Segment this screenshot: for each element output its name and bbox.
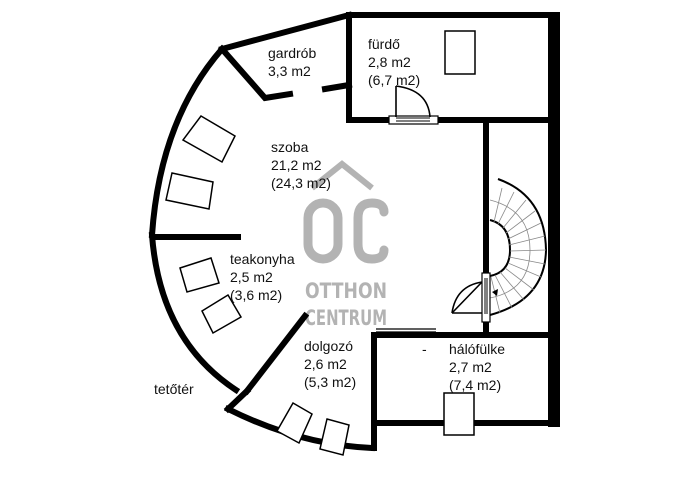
bathroom-door bbox=[388, 85, 439, 125]
svg-text:dolgozó: dolgozó bbox=[304, 338, 353, 354]
svg-text:(24,3 m2): (24,3 m2) bbox=[271, 175, 331, 191]
svg-text:fürdő: fürdő bbox=[368, 36, 400, 52]
svg-text:2,7 m2: 2,7 m2 bbox=[449, 359, 492, 375]
stair-direction-arrow-icon bbox=[492, 289, 498, 296]
window-marks bbox=[376, 328, 436, 336]
room-label-gardrob: gardrób 3,3 m2 bbox=[268, 45, 316, 79]
logo-letter-o bbox=[303, 198, 343, 264]
skylight-dolgozo-2 bbox=[319, 418, 350, 456]
skylight-furdo bbox=[444, 30, 476, 75]
floor-label: tetőtér bbox=[154, 381, 194, 397]
svg-text:3,3 m2: 3,3 m2 bbox=[268, 63, 311, 79]
svg-text:21,2 m2: 21,2 m2 bbox=[271, 157, 322, 173]
room-label-teakonyha: teakonyha 2,5 m2 (3,6 m2) bbox=[230, 251, 295, 303]
spiral-staircase bbox=[489, 178, 548, 316]
room-label-szoba: szoba 21,2 m2 (24,3 m2) bbox=[271, 139, 331, 191]
skylight-teakonyha-2 bbox=[201, 293, 243, 335]
stair-door bbox=[451, 272, 491, 323]
svg-text:(5,3 m2): (5,3 m2) bbox=[304, 374, 356, 390]
right-exterior-wall bbox=[548, 12, 560, 427]
logo-line2: CENTRUM bbox=[305, 306, 387, 330]
logo-letter-c bbox=[353, 198, 389, 264]
svg-text:teakonyha: teakonyha bbox=[230, 251, 295, 267]
skylight-szoba-1 bbox=[181, 115, 236, 164]
svg-text:2,6 m2: 2,6 m2 bbox=[304, 356, 347, 372]
watermark-logo: OTTHON CENTRUM bbox=[303, 160, 389, 330]
svg-text:(7,4 m2): (7,4 m2) bbox=[449, 377, 501, 393]
room-label-halofulke: hálófülke 2,7 m2 (7,4 m2) bbox=[449, 341, 505, 393]
svg-text:2,8 m2: 2,8 m2 bbox=[368, 54, 411, 70]
svg-text:szoba: szoba bbox=[271, 139, 309, 155]
walls bbox=[148, 11, 560, 452]
skylights bbox=[165, 30, 476, 456]
logo-line1: OTTHON bbox=[305, 279, 387, 303]
room-label-furdo: fürdő 2,8 m2 (6,7 m2) bbox=[368, 36, 420, 88]
room-label-dolgozo: dolgozó 2,6 m2 (5,3 m2) bbox=[304, 338, 356, 390]
svg-text:hálófülke: hálófülke bbox=[449, 341, 505, 357]
svg-text:2,5 m2: 2,5 m2 bbox=[230, 269, 273, 285]
svg-text:(3,6 m2): (3,6 m2) bbox=[230, 287, 282, 303]
skylight-szoba-2 bbox=[165, 172, 214, 210]
skylight-teakonyha-1 bbox=[179, 257, 220, 293]
skylight-halofulke bbox=[443, 392, 475, 436]
dash-mark: - bbox=[422, 341, 427, 357]
skylight-dolgozo-1 bbox=[275, 401, 313, 445]
svg-text:gardrób: gardrób bbox=[268, 45, 316, 61]
svg-text:(6,7 m2): (6,7 m2) bbox=[368, 72, 420, 88]
logo-roof-icon bbox=[310, 160, 374, 191]
